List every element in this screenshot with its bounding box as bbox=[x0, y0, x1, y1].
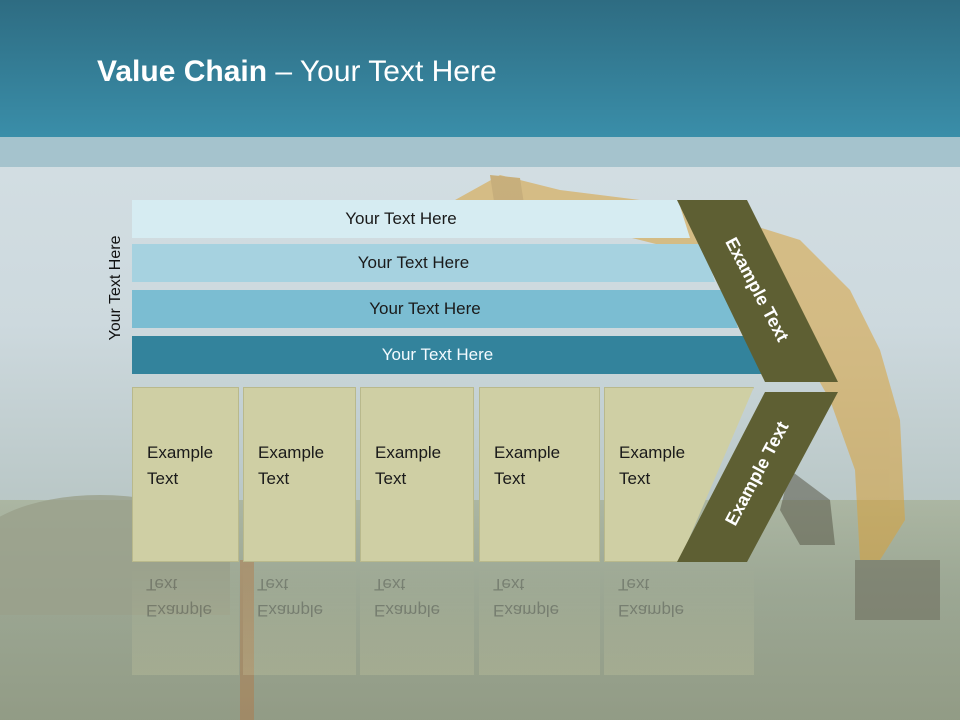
arrow-lower-band bbox=[677, 392, 838, 562]
title-rest: – Your Text Here bbox=[267, 55, 497, 88]
box-reflection: Example Text bbox=[604, 565, 754, 675]
reflection-text: Text bbox=[374, 575, 406, 594]
example-box-text: Text bbox=[375, 469, 407, 488]
reflection-text: Example bbox=[618, 601, 685, 620]
box-reflection: Example Text bbox=[479, 565, 600, 675]
reflection-text: Text bbox=[257, 575, 289, 594]
chain-row: Your Text Here bbox=[132, 336, 763, 374]
header-bar bbox=[0, 0, 960, 137]
reflection-text: Text bbox=[618, 575, 650, 594]
example-box-text: Example bbox=[619, 443, 686, 462]
reflection-text: Example bbox=[146, 601, 213, 620]
chain-row-label: Your Text Here bbox=[345, 209, 457, 228]
header-band bbox=[0, 137, 960, 167]
arrow-upper-band bbox=[677, 200, 838, 382]
title-bold: Value Chain bbox=[97, 55, 268, 88]
reflection-text: Example bbox=[493, 601, 560, 620]
reflection-text: Example bbox=[374, 601, 441, 620]
example-box-text: Text bbox=[258, 469, 290, 488]
example-box-text: Text bbox=[494, 469, 526, 488]
chain-row: Your Text Here bbox=[132, 200, 690, 238]
chain-row: Your Text Here bbox=[132, 244, 715, 282]
reflection-text: Text bbox=[146, 575, 178, 594]
reflection-text: Example bbox=[257, 601, 324, 620]
chain-row-label: Your Text Here bbox=[381, 345, 494, 364]
example-box-text: Example bbox=[375, 443, 442, 462]
chain-row-label: Your Text Here bbox=[357, 253, 470, 272]
example-box-text: Text bbox=[147, 469, 179, 488]
chain-row-label: Your Text Here bbox=[369, 299, 481, 318]
slide-title: Value Chain – Your Text Here bbox=[97, 55, 497, 89]
reflection-text: Text bbox=[493, 575, 525, 594]
example-box-text: Text bbox=[619, 469, 651, 488]
box-reflection: Example Text bbox=[243, 565, 356, 675]
example-box-text: Example bbox=[494, 443, 561, 462]
example-box-text: Example bbox=[147, 443, 214, 462]
chain-row: Your Text Here bbox=[132, 290, 738, 328]
box-reflection: Example Text bbox=[132, 565, 239, 675]
example-box-text: Example bbox=[258, 443, 325, 462]
box-reflection: Example Text bbox=[360, 565, 474, 675]
